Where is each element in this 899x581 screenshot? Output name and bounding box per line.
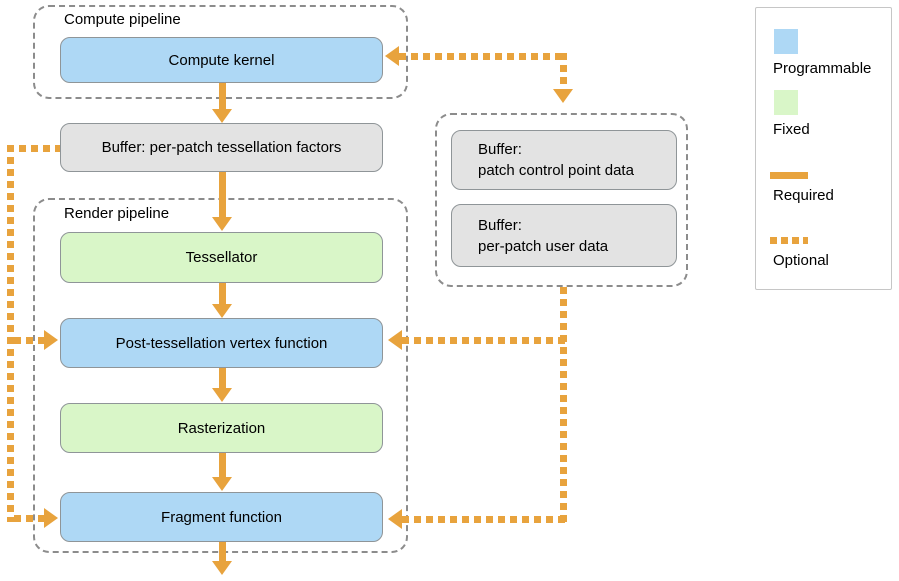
compute-kernel-label: Compute kernel	[168, 51, 275, 69]
required-arrow-fragment-output-shaft	[219, 542, 226, 562]
tess-factors-buffer-node: Buffer: per-patch tessellation factors	[60, 123, 383, 172]
rasterization-node: Rasterization	[60, 403, 383, 453]
programmable-swatch	[774, 29, 798, 54]
required-arrow-rasterization-to-fragment-head	[212, 477, 232, 491]
tessellator-label: Tessellator	[185, 249, 258, 266]
required-arrow-buffer-to-tessellator-shaft	[219, 172, 226, 218]
optional-line-swatch	[770, 237, 808, 244]
optional-arrowhead-into-patch-buffers	[553, 89, 573, 103]
required-arrow-rasterization-to-fragment-shaft	[219, 453, 226, 478]
optional-line-buffers-to-vertex	[402, 337, 567, 344]
legend-label-fixed: Fixed	[773, 121, 810, 138]
rasterization-label: Rasterization	[177, 419, 266, 437]
legend-label-required: Required	[773, 187, 834, 204]
legend-label-optional: Optional	[773, 252, 829, 269]
optional-line-kernel-horizontal	[399, 53, 567, 60]
optional-line-buffers-down-vertical	[560, 287, 567, 523]
required-line-swatch	[770, 172, 808, 179]
required-arrow-kernel-to-buffer-shaft	[219, 83, 226, 110]
optional-line-factors-down-vertical	[7, 145, 14, 522]
required-arrow-tessellator-to-vertex-head	[212, 304, 232, 318]
tess-factors-buffer-label: Buffer: per-patch tessellation factors	[101, 139, 342, 156]
per-patch-user-buffer-label-line1: Buffer:	[478, 216, 522, 234]
per-patch-user-buffer-label-line2: per-patch user data	[478, 237, 609, 255]
fragment-function-label: Fragment function	[161, 508, 282, 526]
optional-line-buffers-to-fragment	[402, 516, 567, 523]
render-pipeline-label: Render pipeline	[64, 205, 170, 222]
optional-arrowhead-factors-into-fragment	[44, 508, 58, 528]
fixed-swatch	[774, 90, 798, 115]
optional-arrowhead-into-compute-kernel	[385, 46, 399, 66]
optional-arrowhead-buffers-into-fragment	[388, 509, 402, 529]
tessellator-node: Tessellator	[60, 232, 383, 283]
required-arrow-buffer-to-tessellator-head	[212, 217, 232, 231]
legend-label-programmable: Programmable	[773, 60, 872, 77]
patch-control-buffer-label-line2: patch control point data	[478, 162, 634, 179]
required-arrow-tessellator-to-vertex-shaft	[219, 283, 226, 305]
per-patch-user-buffer-node: Buffer: per-patch user data	[451, 204, 677, 267]
optional-arrowhead-factors-into-vertex	[44, 330, 58, 350]
optional-line-kernel-vertical	[560, 53, 567, 89]
patch-buffers-group	[435, 113, 688, 287]
compute-kernel-node: Compute kernel	[60, 37, 383, 83]
optional-line-factors-out-horizontal	[7, 145, 60, 152]
fragment-function-node: Fragment function	[60, 492, 383, 542]
legend: Programmable Fixed Required Optional	[755, 7, 892, 290]
compute-pipeline-label: Compute pipeline	[64, 11, 181, 28]
optional-arrowhead-buffers-into-vertex	[388, 330, 402, 350]
required-arrow-kernel-to-buffer-head	[212, 109, 232, 123]
patch-control-buffer-node: Buffer: patch control point data	[451, 130, 677, 190]
required-arrow-vertex-to-rasterization-head	[212, 388, 232, 402]
optional-line-factors-to-fragment	[14, 515, 44, 522]
required-arrow-fragment-output-head	[212, 561, 232, 575]
patch-control-buffer-label-line1: Buffer:	[478, 141, 522, 158]
required-arrow-vertex-to-rasterization-shaft	[219, 368, 226, 389]
post-tess-vertex-label: Post-tessellation vertex function	[115, 334, 328, 352]
optional-line-factors-to-vertex	[14, 337, 44, 344]
post-tess-vertex-node: Post-tessellation vertex function	[60, 318, 383, 368]
